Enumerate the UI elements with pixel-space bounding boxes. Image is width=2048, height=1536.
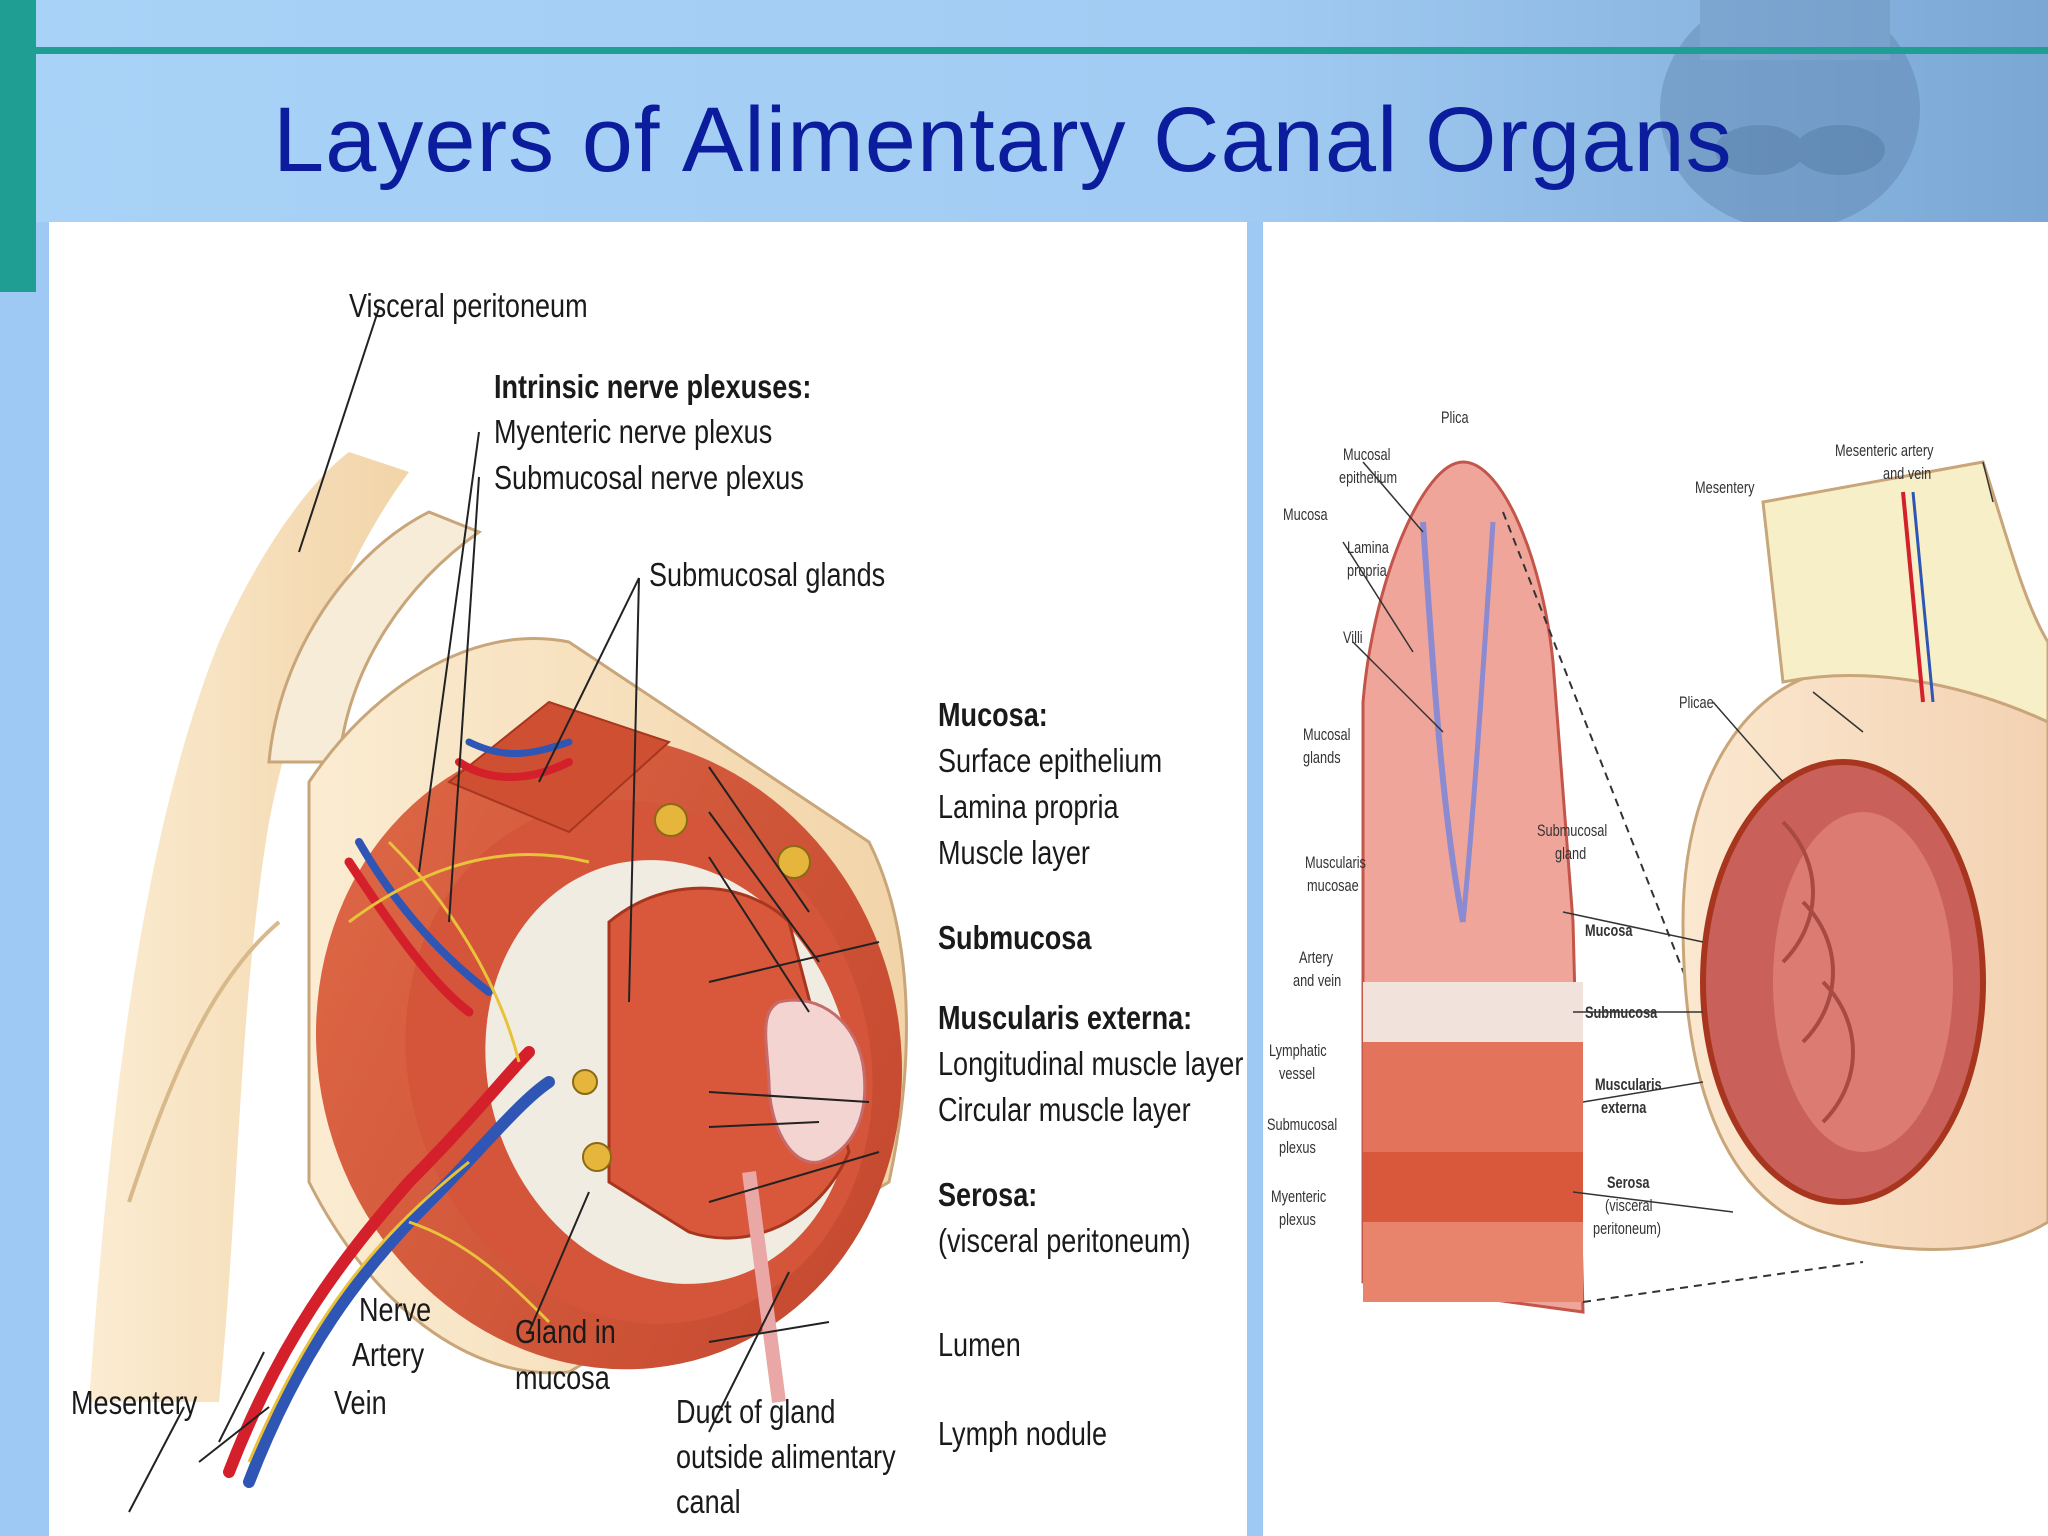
slide-title: Layers of Alimentary Canal Organs: [273, 89, 1733, 191]
label-gland-line-2: mucosa: [515, 1359, 610, 1396]
label-lymph-nodule: Lymph nodule: [938, 1415, 1107, 1452]
label-submucosal-plexus-2: plexus: [1279, 1138, 1316, 1157]
left-figure-panel: Visceral peritoneum Intrinsic nerve plex…: [49, 222, 1247, 1536]
label-artery: Artery: [352, 1336, 425, 1373]
label-serosa-1: Serosa: [1607, 1173, 1650, 1192]
small-intestine-illustration: [1342, 460, 2048, 1314]
label-intrinsic-nerve-plexuses: Intrinsic nerve plexuses:: [494, 368, 812, 405]
label-serosa-visceral-peritoneum: (visceral peritoneum): [938, 1222, 1191, 1259]
label-mucosal-epithelium-2: epithelium: [1339, 468, 1398, 487]
label-lymphatic-vessel-2: vessel: [1279, 1064, 1316, 1083]
label-muscularis-externa: Muscularis externa:: [938, 999, 1193, 1036]
label-submucosal-gland-1: Submucosal: [1537, 821, 1608, 840]
label-muscularis-externa-1: Muscularis: [1595, 1075, 1662, 1094]
label-artery-vein-2: and vein: [1293, 971, 1342, 990]
label-submucosa: Submucosa: [938, 919, 1092, 956]
label-serosa-3: peritoneum): [1593, 1219, 1662, 1238]
label-muscularis-mucosae-2: mucosae: [1307, 876, 1359, 895]
label-nerve: Nerve: [359, 1291, 432, 1328]
submucosa-band: [1363, 982, 1583, 1042]
label-muscularis-externa-2: externa: [1601, 1098, 1647, 1117]
label-mesentery: Mesentery: [71, 1384, 198, 1421]
label-duct-line-3: canal: [676, 1483, 741, 1520]
label-muscularis-mucosae-1: Muscularis: [1305, 853, 1366, 872]
lumen: [764, 998, 867, 1164]
label-mucosa-bold: Mucosa: [1585, 921, 1633, 940]
label-serosa-2: (visceral: [1605, 1196, 1653, 1215]
label-myenteric-nerve-plexus: Myenteric nerve plexus: [494, 413, 773, 450]
teal-left-bar: [0, 0, 36, 292]
label-serosa: Serosa:: [938, 1176, 1038, 1213]
muscularis-band-2: [1363, 1152, 1583, 1222]
label-gland-line-1: Gland in: [515, 1313, 616, 1350]
label-mucosal-epithelium-1: Mucosal: [1343, 445, 1391, 464]
label-visceral-peritoneum: Visceral peritoneum: [349, 287, 588, 324]
right-figure-panel: Plica Mucosal epithelium Mucosa Lamina p…: [1263, 222, 2048, 1536]
label-plicae: Plicae: [1679, 693, 1714, 712]
teal-rule: [36, 47, 2048, 54]
label-villi: Villi: [1343, 628, 1363, 647]
label-submucosal-glands: Submucosal glands: [649, 556, 886, 593]
mucosa-block: [607, 886, 851, 1240]
label-lamina-propria: Lamina propria: [938, 788, 1119, 825]
label-mesenteric-artery-1: Mesenteric artery: [1835, 441, 1934, 460]
label-muscle-layer: Muscle layer: [938, 834, 1090, 871]
label-myenteric-plexus-1: Myenteric: [1271, 1187, 1327, 1206]
alimentary-canal-illustration: [89, 307, 908, 1513]
label-submucosal-plexus-1: Submucosal: [1267, 1115, 1338, 1134]
serosa-band: [1363, 1222, 1583, 1302]
label-lumen: Lumen: [938, 1326, 1021, 1363]
label-submucosal-gland-2: gland: [1555, 844, 1587, 863]
label-lymphatic-vessel-1: Lymphatic: [1269, 1041, 1327, 1060]
label-plica: Plica: [1441, 408, 1469, 427]
label-duct-line-1: Duct of gland: [676, 1393, 836, 1430]
label-mucosal-glands-2: glands: [1303, 748, 1341, 767]
vein: [243, 1076, 555, 1488]
muscularis-band-1: [1363, 1042, 1583, 1152]
label-submucosa-bold: Submucosa: [1585, 1003, 1658, 1022]
label-mucosal-glands-1: Mucosal: [1303, 725, 1351, 744]
label-longitudinal-muscle-layer: Longitudinal muscle layer: [938, 1045, 1244, 1082]
label-circular-muscle-layer: Circular muscle layer: [938, 1091, 1191, 1128]
label-mesentery-small: Mesentery: [1695, 478, 1755, 497]
label-lamina-propria-2: propria: [1347, 561, 1387, 580]
label-submucosal-nerve-plexus: Submucosal nerve plexus: [494, 459, 804, 496]
mesentery-sheet: [89, 452, 409, 1402]
artery: [223, 1046, 535, 1478]
label-duct-line-2: outside alimentary: [676, 1438, 896, 1475]
label-vein: Vein: [334, 1384, 387, 1421]
visceral-peritoneum-cap: [267, 510, 483, 764]
duct: [742, 1171, 786, 1403]
label-myenteric-plexus-2: plexus: [1279, 1210, 1316, 1229]
label-artery-vein-1: Artery: [1299, 948, 1334, 967]
label-surface-epithelium: Surface epithelium: [938, 742, 1163, 779]
label-mesenteric-artery-2: and vein: [1883, 464, 1932, 483]
label-mucosa-heading: Mucosa:: [938, 696, 1048, 733]
label-lamina-propria-1: Lamina: [1347, 538, 1389, 557]
label-mucosa-small: Mucosa: [1283, 505, 1328, 524]
